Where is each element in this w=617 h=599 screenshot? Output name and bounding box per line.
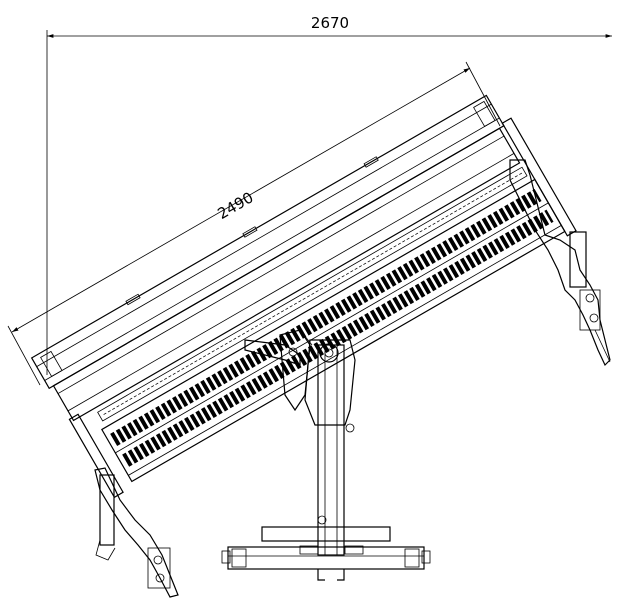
top-frame: [30, 94, 505, 390]
frame-bracket: [125, 293, 141, 306]
left-bracket-hook: [95, 539, 116, 561]
left-bracket-post: [99, 474, 115, 546]
hitch-base: [221, 526, 431, 581]
lever-link: [299, 329, 313, 346]
right-bracket-bolt: [585, 293, 595, 303]
hitch-upper-bar: [261, 526, 391, 542]
implement-body: [30, 94, 577, 499]
central-mast: [304, 339, 356, 556]
teeth-pattern: [103, 172, 523, 415]
teeth-pattern-lower: [122, 209, 554, 467]
right-bracket-rod: [594, 329, 611, 363]
right-bracket-clamp: [579, 289, 601, 331]
dimension-label-2490: 2490: [214, 188, 256, 223]
body-line: [57, 135, 505, 394]
dimension-overall-width: 2670: [46, 14, 612, 375]
frame-end-right: [473, 100, 496, 128]
mast-pivot: [319, 343, 339, 363]
hitch-lower-bar: [227, 546, 425, 570]
teeth-row-frame: [97, 166, 528, 422]
left-bracket-clamp: [147, 547, 171, 589]
adjustment-lever: [244, 329, 313, 412]
right-bracket-bolt: [589, 313, 599, 323]
hitch-block: [299, 545, 319, 555]
left-bracket-bolt: [155, 573, 165, 583]
right-bracket-outline: [509, 159, 611, 367]
mast-head: [304, 339, 356, 426]
dimension-label-2670: 2670: [311, 14, 349, 32]
hitch-pin-left: [231, 548, 247, 568]
dimension-diagonal-length: 2490: [7, 61, 501, 386]
right-bracket-post: [569, 231, 587, 288]
body-line: [67, 153, 515, 412]
lever-handle: [244, 339, 301, 366]
hitch-cap-right: [421, 550, 431, 564]
end-plate-right: [501, 117, 577, 237]
frame-rail: [36, 103, 492, 367]
left-side-bracket: [94, 467, 179, 598]
hitch-cap-left: [221, 550, 231, 564]
frame-end-left: [40, 350, 63, 378]
mast-bolt: [317, 515, 327, 525]
mast-pivot-inner: [324, 348, 334, 358]
middle-body: [52, 127, 521, 422]
small-teeth-row: [97, 166, 528, 422]
frame-bracket: [363, 156, 379, 168]
left-bracket-bolt: [153, 555, 163, 565]
right-side-bracket: [509, 159, 611, 367]
roller-base: [128, 225, 562, 476]
roller-axis: [115, 202, 549, 454]
lever-pivot: [288, 347, 298, 357]
frame-bracket: [242, 226, 258, 238]
end-plate-left: [68, 413, 124, 499]
extension-line-diagonal-left: [7, 325, 41, 386]
hitch-block: [344, 545, 364, 555]
mast-bolt: [345, 423, 355, 433]
frame-rail: [44, 117, 500, 381]
dimension-line-diagonal: [11, 67, 471, 333]
hitch-pin-right: [404, 548, 420, 568]
mast-column: [317, 344, 345, 556]
left-bracket-outline: [94, 467, 179, 598]
hitch-clevis: [317, 569, 345, 581]
teeth-pattern-upper: [110, 188, 542, 447]
extension-line-diagonal-right: [465, 61, 501, 127]
